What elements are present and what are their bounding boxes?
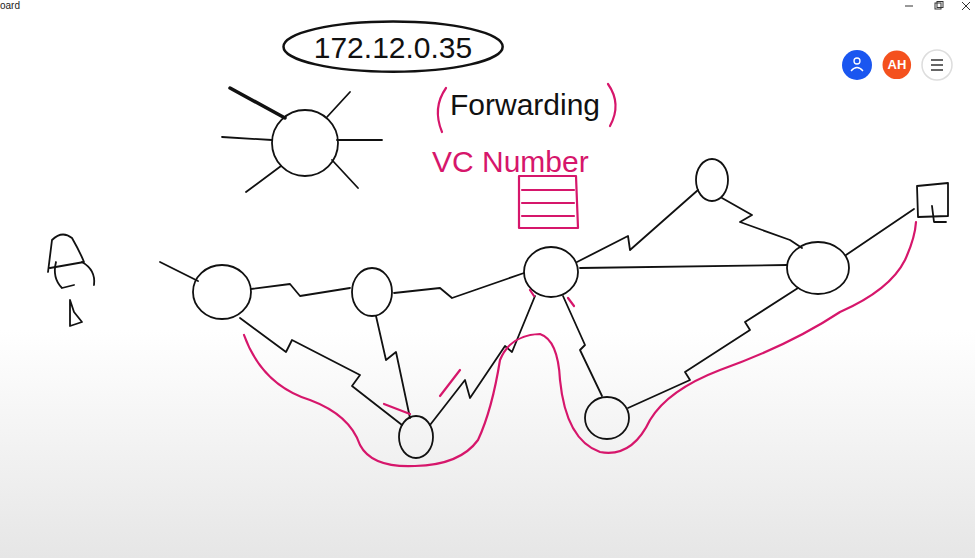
node-text: AH [888,58,907,72]
node-text: 172.12.0.35 [314,31,472,64]
user-figure [48,234,94,326]
vc-number-note: VC Number [432,145,589,179]
table-icon [519,176,578,228]
user-avatar-initials: AH [881,49,913,81]
window-controls [905,2,970,11]
network-routers [193,159,948,458]
virtual-circuit-path [244,84,916,466]
user-avatar [842,50,872,80]
menu-button [922,50,952,80]
network-links [160,190,914,425]
hub-sketch [222,88,382,192]
window-title: oard [0,0,20,11]
title-bar [0,0,975,13]
forwarding-note: Forwarding [450,88,600,122]
ip-address-oval: 172.12.0.35 [282,20,504,73]
